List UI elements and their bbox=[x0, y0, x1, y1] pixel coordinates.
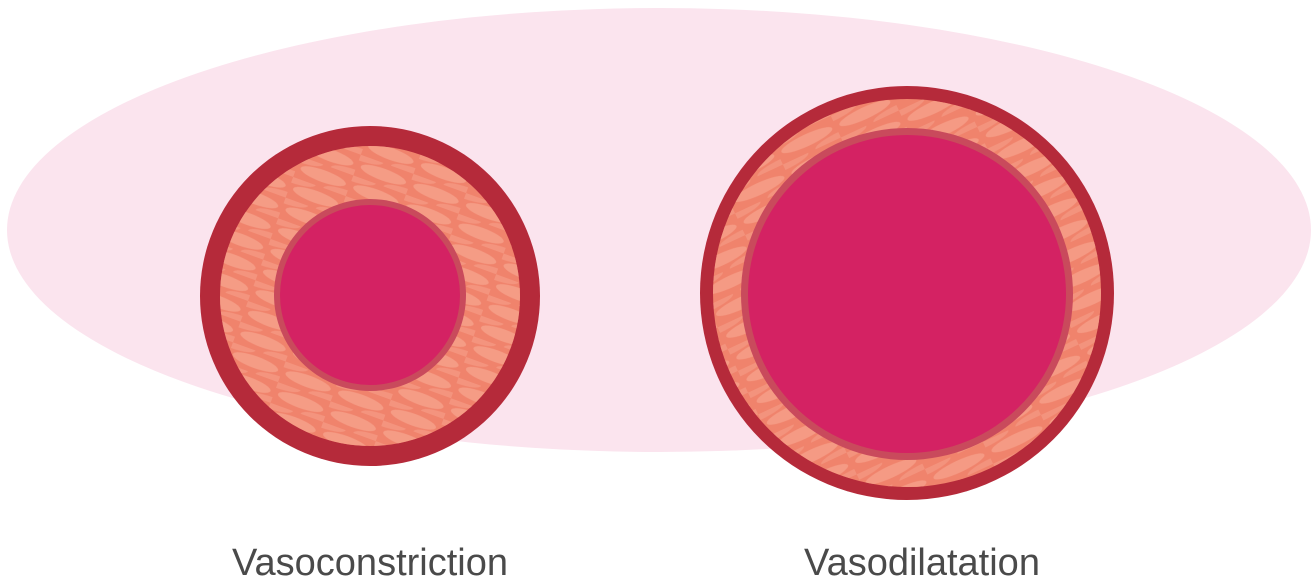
dilated-lumen bbox=[748, 135, 1066, 453]
constricted-vessel bbox=[200, 126, 540, 466]
dilated-vessel bbox=[700, 86, 1114, 500]
vasoconstriction-label: Vasoconstriction bbox=[232, 540, 508, 586]
constricted-lumen bbox=[280, 205, 460, 385]
background-ellipse bbox=[7, 8, 1311, 452]
vasodilatation-label: Vasodilatation bbox=[804, 540, 1040, 586]
